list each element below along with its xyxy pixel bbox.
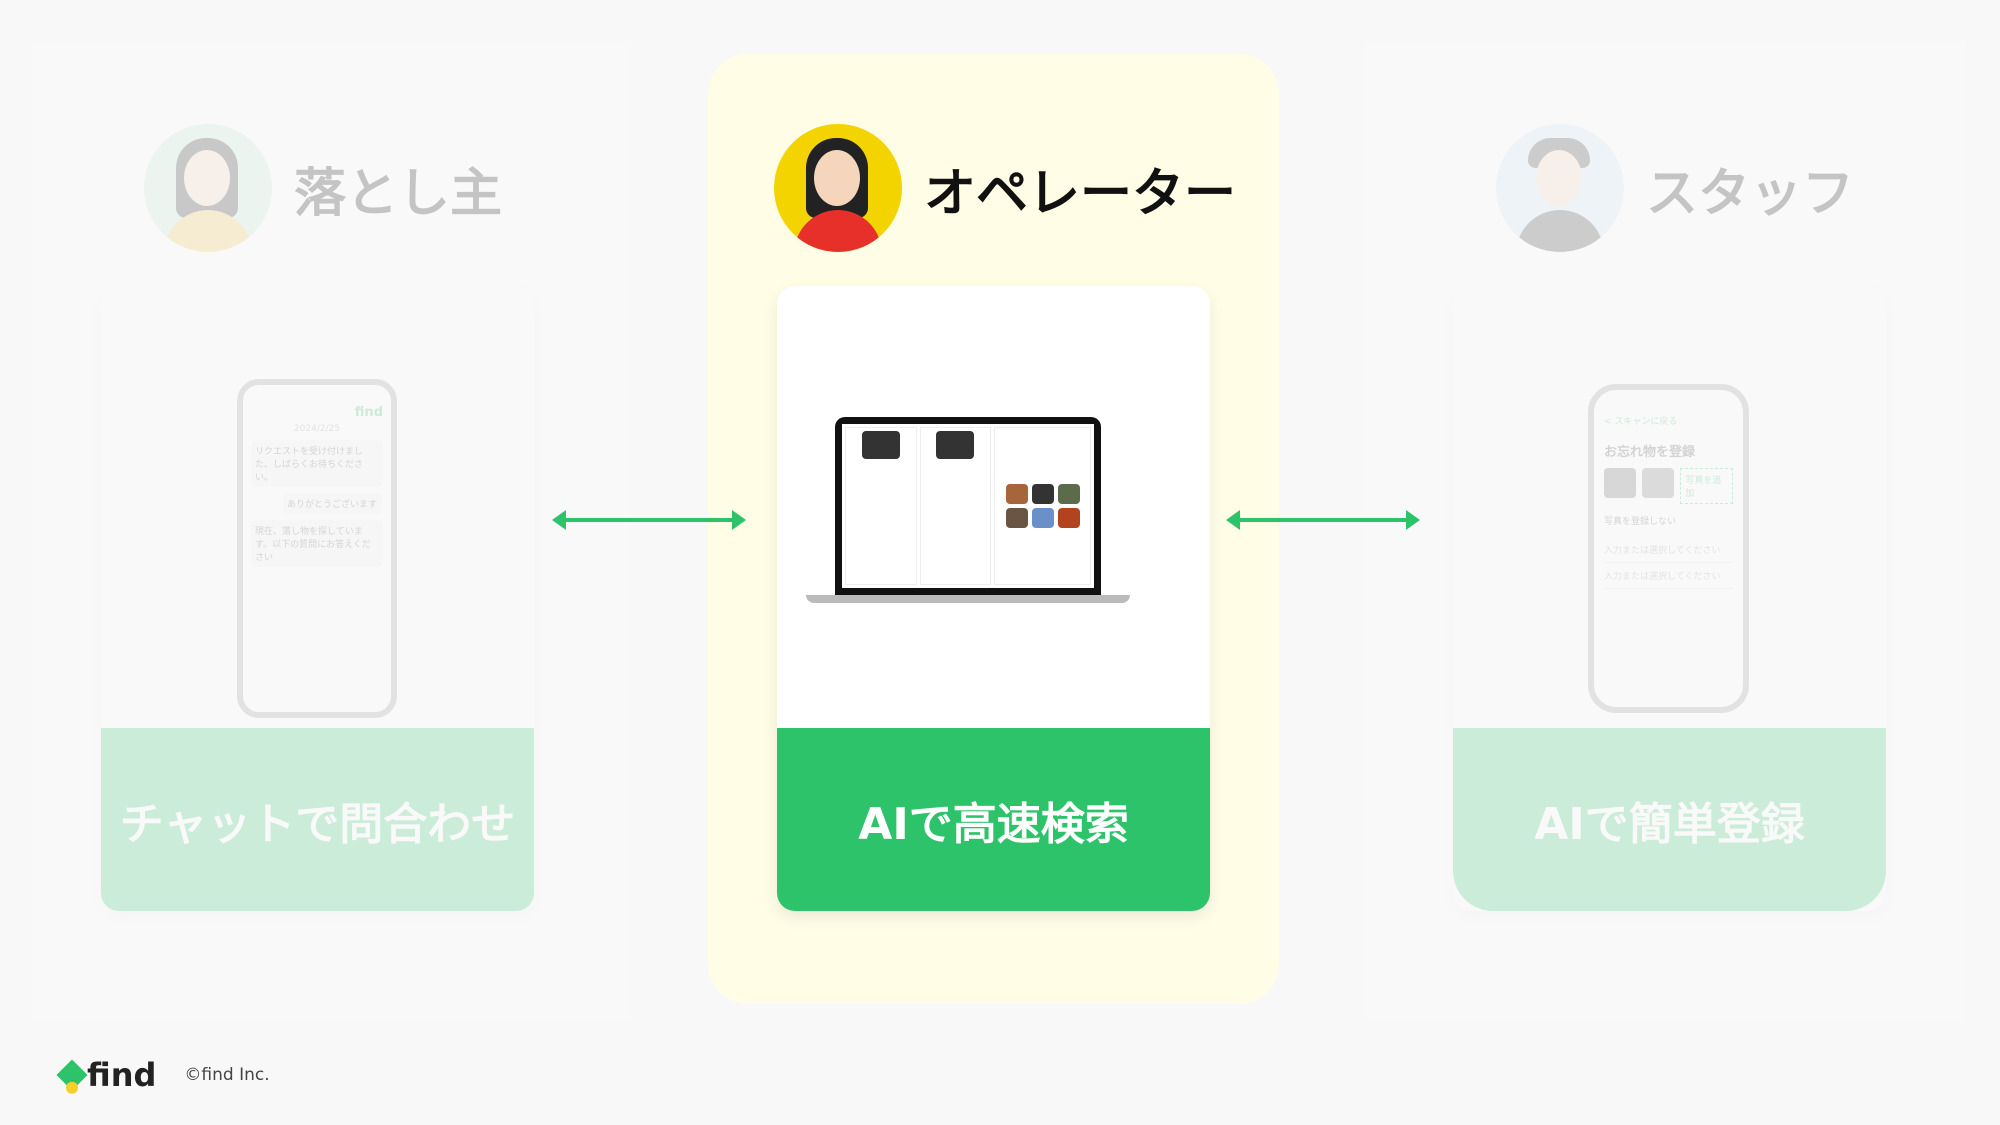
chat-message: リクエストを受け付けました。しばらくお待ちください。 [251, 440, 383, 487]
find-logo-icon [56, 1059, 88, 1091]
footer: find ©find Inc. [56, 1056, 270, 1094]
find-logo: find [56, 1056, 157, 1094]
role-header: 落とし主 [144, 124, 502, 252]
laptop-search-screenshot [806, 417, 1130, 603]
color-select: 入力または選択してください [1604, 563, 1733, 589]
feature-card: < スキャンに戻る お忘れ物を登録 写真を追加 写真を登録しない 入力または選択… [1453, 286, 1886, 911]
role-panel-operator: オペレーター AIで高速検索 [708, 54, 1279, 1004]
phone-brand: find [354, 405, 383, 420]
role-panel-staff: スタッフ < スキャンに戻る お忘れ物を登録 写真を追加 写真を登録しない 入力… [1365, 41, 1965, 1020]
role-title: オペレーター [924, 163, 1237, 224]
form-heading: お忘れ物を登録 [1604, 445, 1696, 460]
feature-label: チャットで問合わせ [101, 728, 534, 911]
feature-card: AIで高速検索 [777, 286, 1210, 911]
chat-message: 現在、落し物を探しています。以下の質問にお答えください [251, 520, 383, 567]
chat-date: 2024/2/25 [293, 424, 341, 434]
chat-phone-mockup: find 2024/2/25 リクエストを受け付けました。しばらくお待ちください… [237, 379, 397, 718]
bidirectional-arrow [1226, 510, 1420, 530]
logo-text: find [87, 1056, 157, 1094]
feature-label: AIで高速検索 [777, 728, 1210, 911]
add-photo-button: 写真を追加 [1680, 468, 1733, 504]
back-link: < スキャンに戻る [1604, 417, 1678, 427]
feature-card: find 2024/2/25 リクエストを受け付けました。しばらくお待ちください… [101, 286, 534, 911]
role-title: スタッフ [1646, 163, 1855, 224]
role-header: オペレーター [774, 124, 1236, 252]
owner-avatar [144, 124, 272, 252]
category-select: 入力または選択してください [1604, 537, 1733, 563]
copyright: ©find Inc. [184, 1065, 270, 1085]
no-photo-checkbox: 写真を登録しない [1604, 517, 1677, 527]
chat-message: ありがとうございます [283, 493, 383, 514]
feature-label: AIで簡単登録 [1453, 728, 1886, 911]
bidirectional-arrow [552, 510, 746, 530]
staff-avatar [1496, 124, 1624, 252]
role-title: 落とし主 [294, 163, 503, 224]
operator-avatar [774, 124, 902, 252]
register-phone-mockup: < スキャンに戻る お忘れ物を登録 写真を追加 写真を登録しない 入力または選択… [1588, 384, 1749, 713]
role-header: スタッフ [1496, 124, 1854, 252]
role-panel-owner: 落とし主 find 2024/2/25 リクエストを受け付けました。しばらくお待… [31, 41, 631, 1020]
